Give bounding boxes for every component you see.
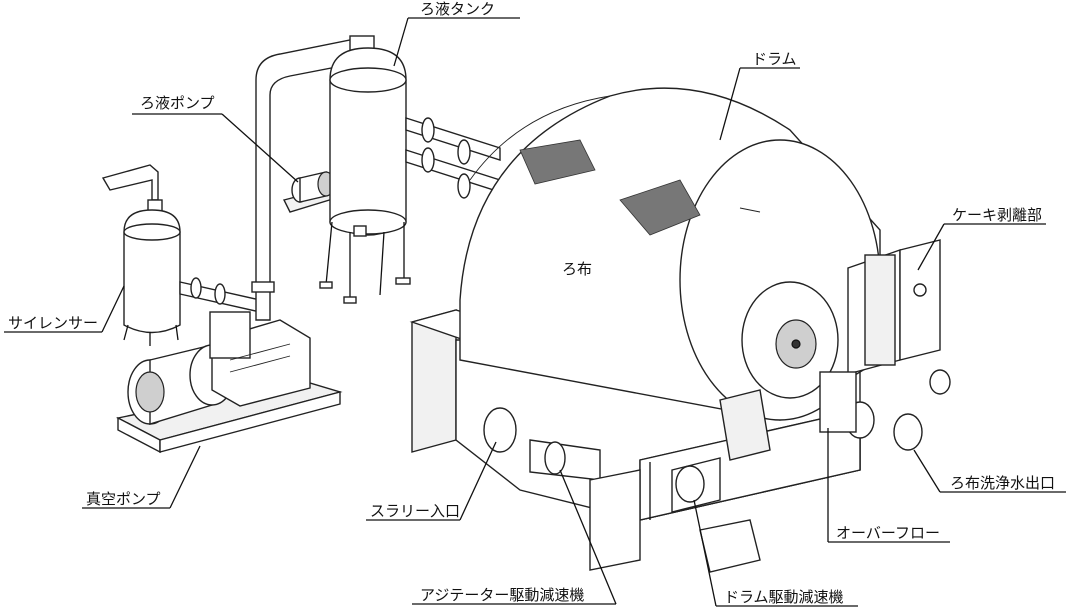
drum-filter	[409, 87, 951, 521]
drum-drive	[671, 389, 771, 573]
label-vacuum-pump: 真空ポンプ	[86, 490, 161, 508]
agitator-drive	[483, 407, 641, 571]
filtrate-pump	[282, 171, 338, 213]
filter-cloth-mesh	[519, 139, 701, 236]
label-slurry-inlet: スラリー入口	[370, 502, 460, 520]
label-drum: ドラム	[752, 50, 797, 68]
label-cloth-wash-outlet: ろ布洗浄水出口	[950, 474, 1055, 492]
label-overflow: オーバーフロー	[836, 524, 940, 542]
leader-lines	[4, 17, 1066, 607]
silencer	[101, 164, 261, 346]
label-silencer: サイレンサー	[8, 314, 98, 332]
vacuum-pump	[115, 311, 343, 454]
label-filter-cloth: ろ布	[562, 260, 592, 278]
filtrate-tank	[319, 47, 501, 304]
label-agitator-drive: アジテーター駆動減速機	[420, 586, 584, 604]
label-filtrate-pump: ろ液ポンプ	[140, 94, 215, 112]
label-drum-drive: ドラム駆動減速機	[724, 588, 844, 606]
labels: ろ液タンク ろ液ポンプ ドラム サイレンサー ろ布 ケーキ剥離部 真空ポンプ ろ…	[8, 0, 1055, 606]
label-filtrate-tank: ろ液タンク	[420, 0, 495, 18]
label-cake-discharge: ケーキ剥離部	[952, 206, 1042, 224]
